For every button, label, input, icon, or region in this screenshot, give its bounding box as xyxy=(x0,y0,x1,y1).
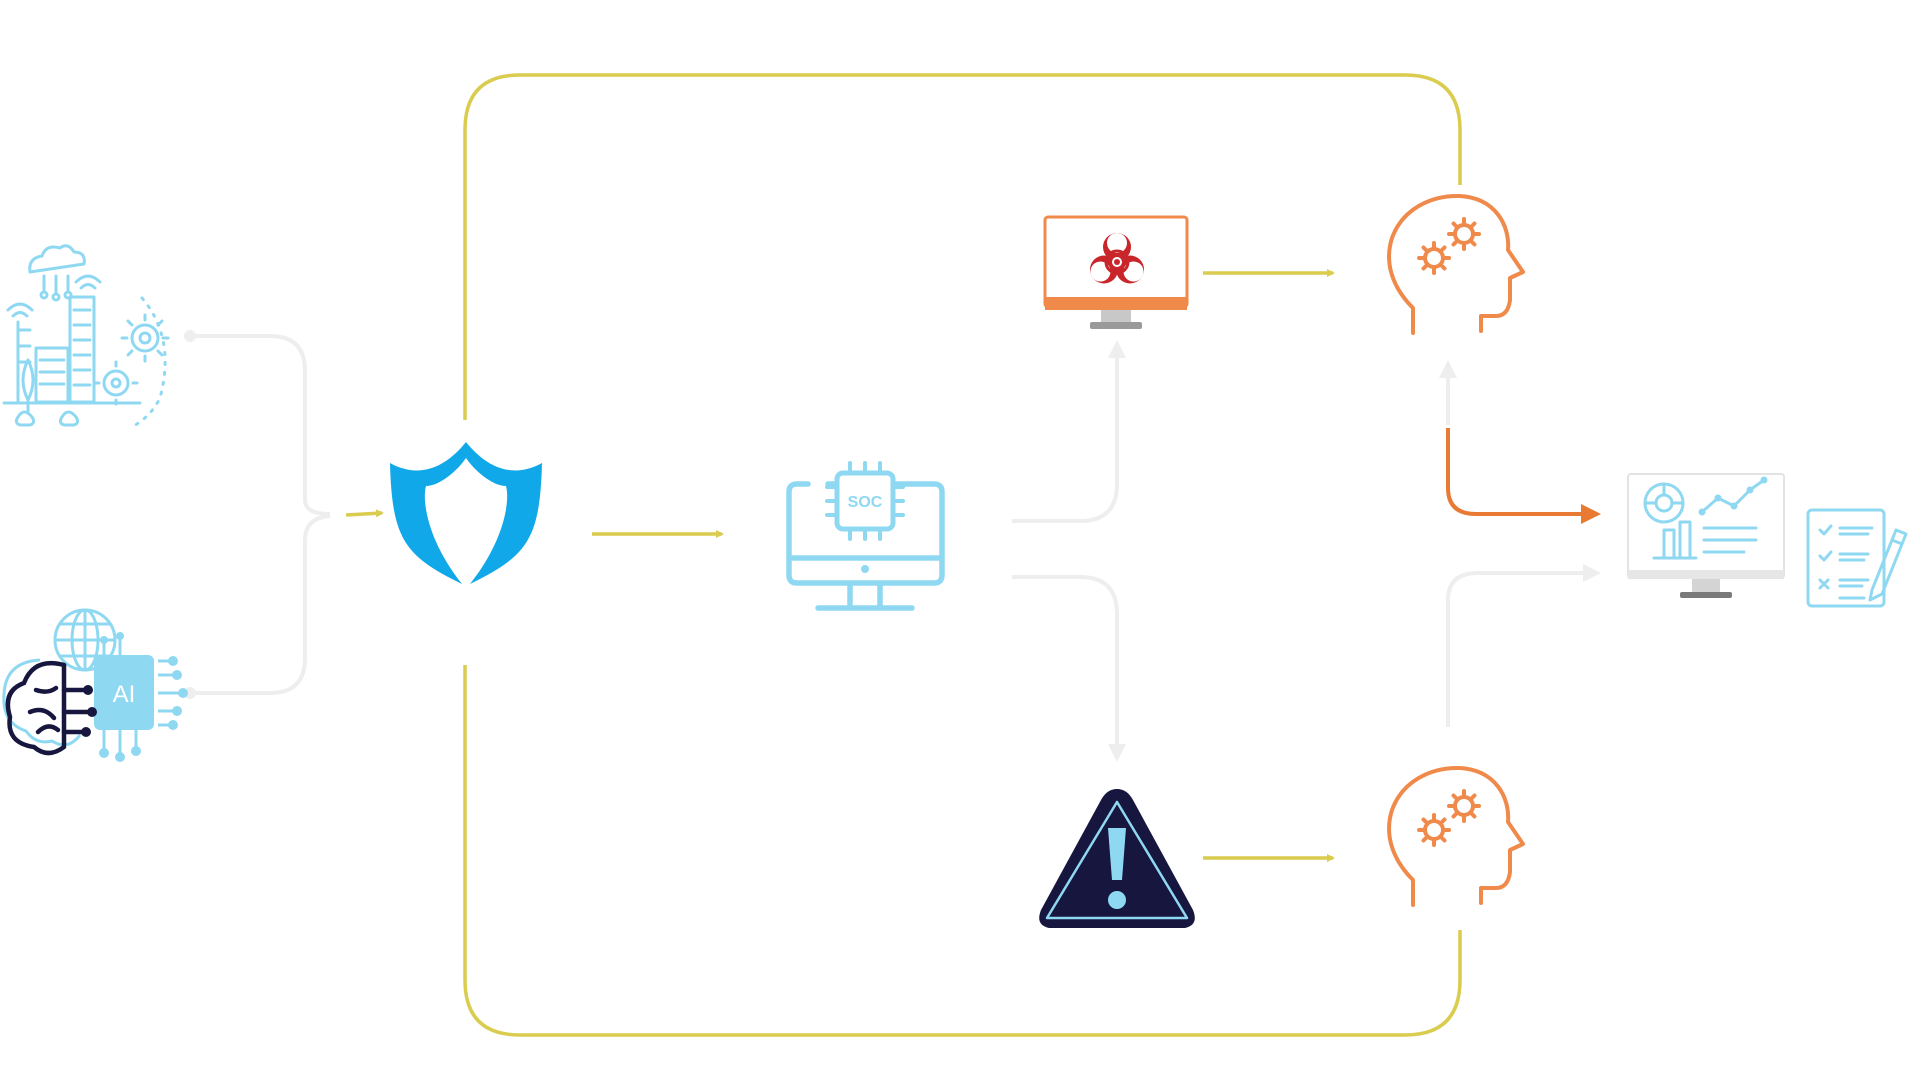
connectors xyxy=(184,73,1601,1037)
link-analyst-bottom-to-dashboard xyxy=(1446,564,1601,727)
arrow-into-shield xyxy=(345,509,384,518)
shield-icon xyxy=(390,442,542,584)
analyst-head-bottom-icon xyxy=(1387,765,1525,907)
city-port-dot xyxy=(184,330,196,342)
branch-soc-to-biohazard xyxy=(1012,340,1126,523)
warning-triangle-icon xyxy=(1039,789,1195,928)
smart-city-icon xyxy=(2,244,170,430)
loop-bottom xyxy=(463,665,1462,1037)
analyst-head-top-icon xyxy=(1387,193,1525,335)
soc-monitor-icon: SOC xyxy=(786,461,945,611)
biohazard-monitor-icon xyxy=(1043,215,1189,329)
biohazard-symbol xyxy=(1090,233,1144,284)
loop-top xyxy=(463,73,1462,420)
branch-soc-to-warning xyxy=(1012,575,1126,762)
soc-chip-label: SOC xyxy=(848,494,883,511)
ai-brain-icon: AI xyxy=(2,608,188,762)
link-ai-to-shield xyxy=(190,514,331,695)
link-city-to-shield xyxy=(190,334,331,516)
dashboard-monitor-icon xyxy=(1627,473,1785,598)
link-analyst-top-to-dashboard xyxy=(1446,428,1601,524)
ai-chip-label: AI xyxy=(113,681,136,708)
report-checklist-icon xyxy=(1806,508,1908,608)
